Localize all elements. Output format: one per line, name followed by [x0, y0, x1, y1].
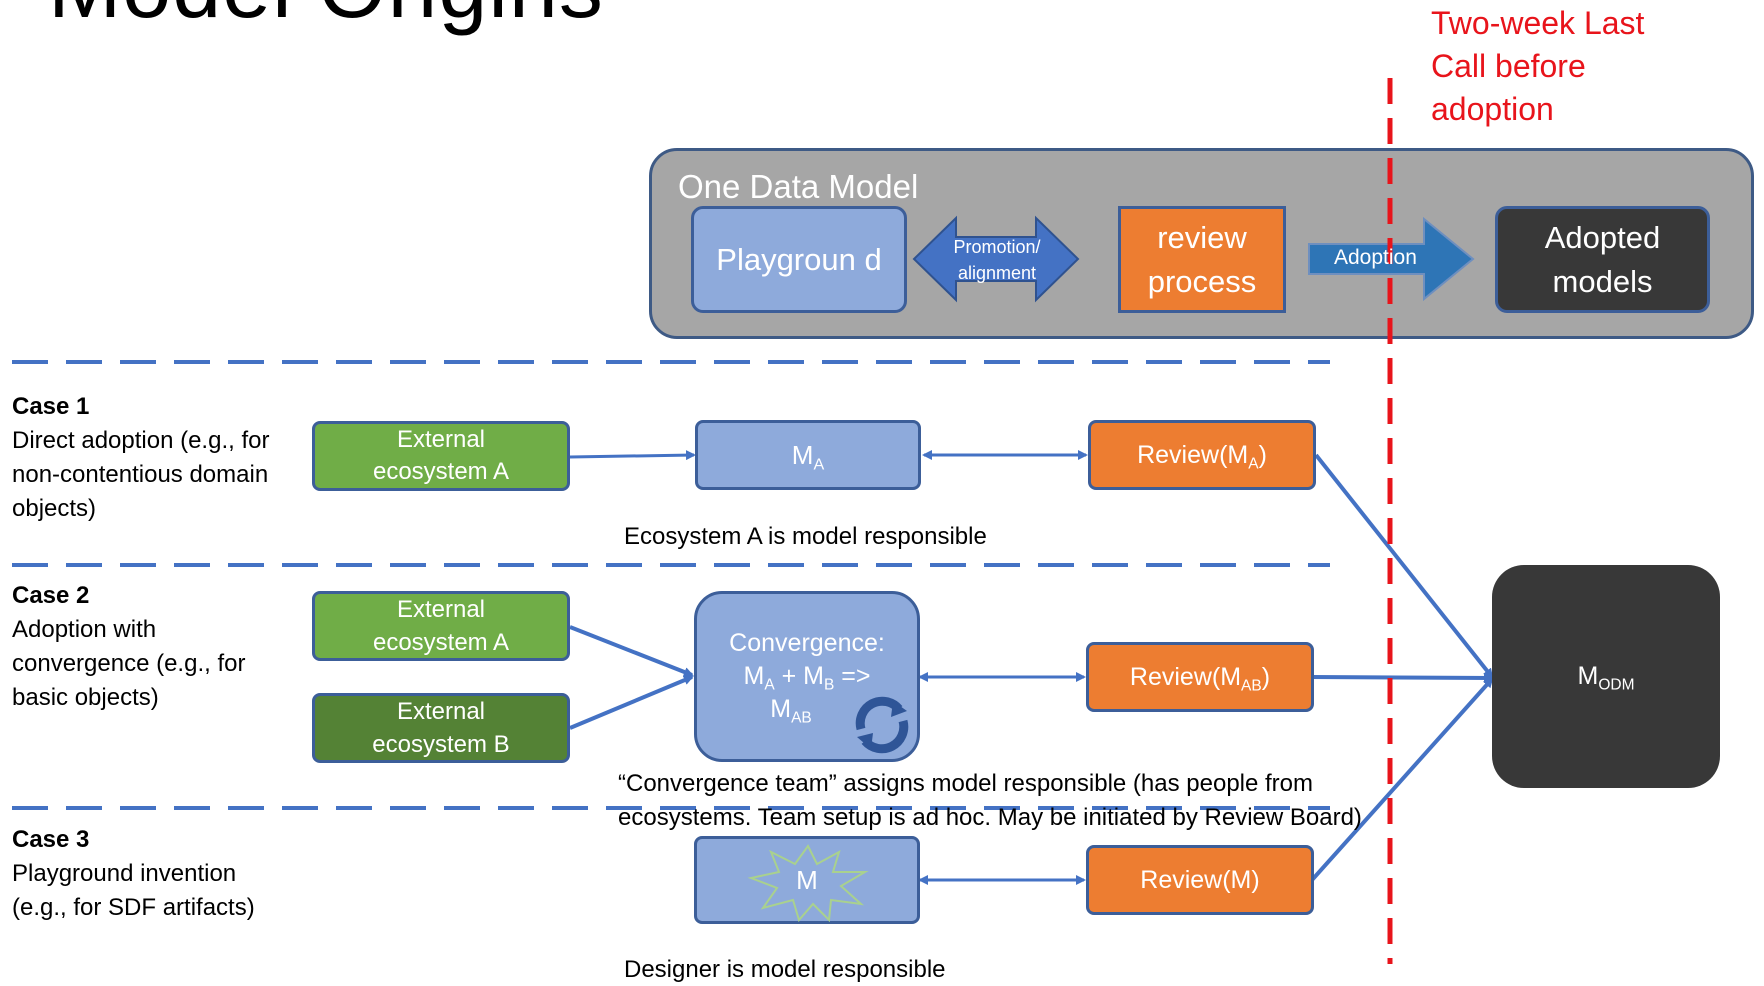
playground-label: Playgroun d — [716, 241, 882, 277]
case2-desc: Adoption with convergence (e.g., for bas… — [12, 616, 246, 711]
panel-title: One Data Model — [678, 168, 919, 205]
case1-text: Case 1 Direct adoption (e.g., for non-co… — [12, 390, 312, 526]
case3-desc: Playground invention (e.g., for SDF arti… — [12, 860, 255, 921]
case2-review[interactable]: Review(MAB) — [1086, 642, 1314, 712]
last-call-note: Two-week Last Call before adoption — [1431, 5, 1645, 127]
case2-convergence-box[interactable]: Convergence: MA + MB => MAB — [694, 591, 920, 762]
case2-text: Case 2 Adoption with convergence (e.g., … — [12, 579, 272, 715]
review-process-box[interactable]: review process — [1118, 206, 1286, 313]
promotion-label: Promotion/ alignment — [953, 237, 1041, 283]
playground-box[interactable]: Playgroun d — [691, 206, 907, 313]
case1-model-ma[interactable]: MA — [695, 420, 921, 490]
case2-extb-to-conv — [569, 675, 694, 730]
case1-review[interactable]: Review(MA) — [1088, 420, 1316, 490]
case2-caption-1: “Convergence team” assigns model respons… — [618, 770, 1314, 797]
cycle-icon — [855, 696, 909, 754]
m-odm-label: MODM — [1577, 662, 1635, 694]
case3-model-label: M — [796, 864, 818, 895]
slide-title: Model Origins — [48, 0, 604, 38]
case3-review[interactable]: Review(M) — [1086, 845, 1314, 915]
adopted-models-box[interactable]: Adopted models — [1495, 206, 1710, 313]
case1-review-label: Review(MA) — [1137, 440, 1267, 472]
convergence-title: Convergence: — [729, 629, 885, 657]
convergence-result: MAB — [770, 695, 812, 727]
case2-external-b-label: External ecosystem B — [372, 698, 510, 758]
case3-label: Case 3 — [12, 826, 90, 853]
promotion-double-arrow — [912, 215, 1080, 303]
case2-review-label: Review(MAB) — [1129, 662, 1271, 694]
review-process-label: review process — [1147, 219, 1257, 299]
case2-external-b[interactable]: External ecosystem B — [312, 693, 570, 763]
m-odm-box[interactable]: MODM — [1492, 565, 1720, 788]
adopted-models-label: Adopted models — [1544, 219, 1661, 299]
case2-exta-to-conv — [569, 625, 694, 677]
case2-caption-2: ecosystems. Team setup is ad hoc. May be… — [618, 804, 1362, 831]
case3-review-label: Review(M) — [1140, 865, 1260, 894]
review1-to-odm — [1314, 453, 1494, 679]
case1-ext-to-ma — [569, 450, 696, 461]
case1-model-label: MA — [791, 439, 825, 474]
case1-caption: Ecosystem A is model responsible — [624, 523, 987, 550]
case2-external-a[interactable]: External ecosystem A — [312, 591, 570, 661]
review2-to-odm — [1311, 672, 1494, 683]
case3-model-m[interactable]: M — [694, 836, 920, 924]
case3-caption: Designer is model responsible — [624, 956, 946, 983]
starburst-icon — [747, 844, 869, 922]
case2-external-a-label: External ecosystem A — [372, 596, 510, 656]
case1-external-a-label: External ecosystem A — [372, 426, 510, 485]
case1-external-a[interactable]: External ecosystem A — [312, 421, 570, 491]
review3-to-odm — [1310, 677, 1494, 882]
convergence-formula: MA + MB => — [743, 662, 871, 694]
case1-label: Case 1 — [12, 393, 90, 420]
case2-label: Case 2 — [12, 582, 90, 609]
case3-text: Case 3 Playground invention (e.g., for S… — [12, 823, 272, 925]
case1-desc: Direct adoption (e.g., for non-contentio… — [12, 427, 270, 522]
adoption-label: Adoption — [1334, 246, 1417, 269]
